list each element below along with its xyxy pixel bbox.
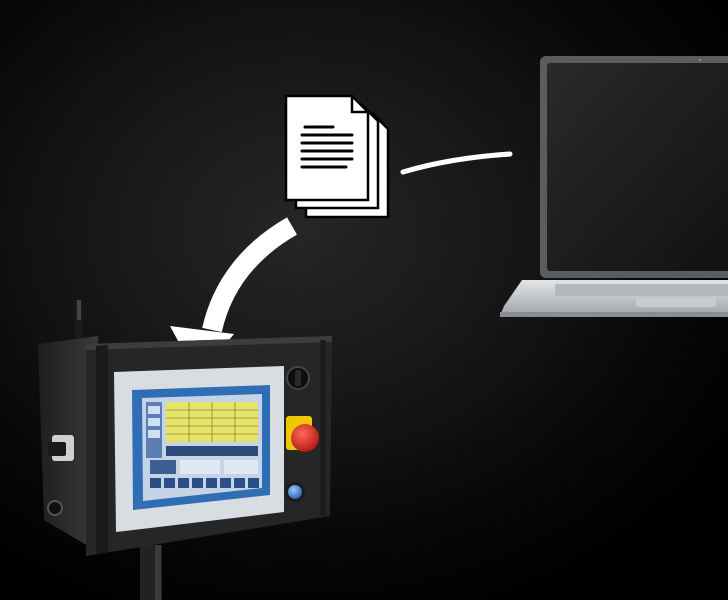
laptop-screen	[547, 63, 728, 271]
laptop-camera	[698, 58, 702, 62]
laptop-trackpad	[636, 298, 716, 307]
laptop-front-edge	[500, 312, 728, 317]
connector-line	[400, 151, 513, 175]
control-panel	[38, 300, 332, 600]
laptop	[500, 56, 728, 317]
laptop-keyboard	[555, 284, 728, 296]
hmi-button-row	[150, 478, 259, 488]
document-stack-icon	[284, 94, 390, 219]
side-port	[47, 500, 63, 516]
estop-button	[291, 424, 319, 452]
